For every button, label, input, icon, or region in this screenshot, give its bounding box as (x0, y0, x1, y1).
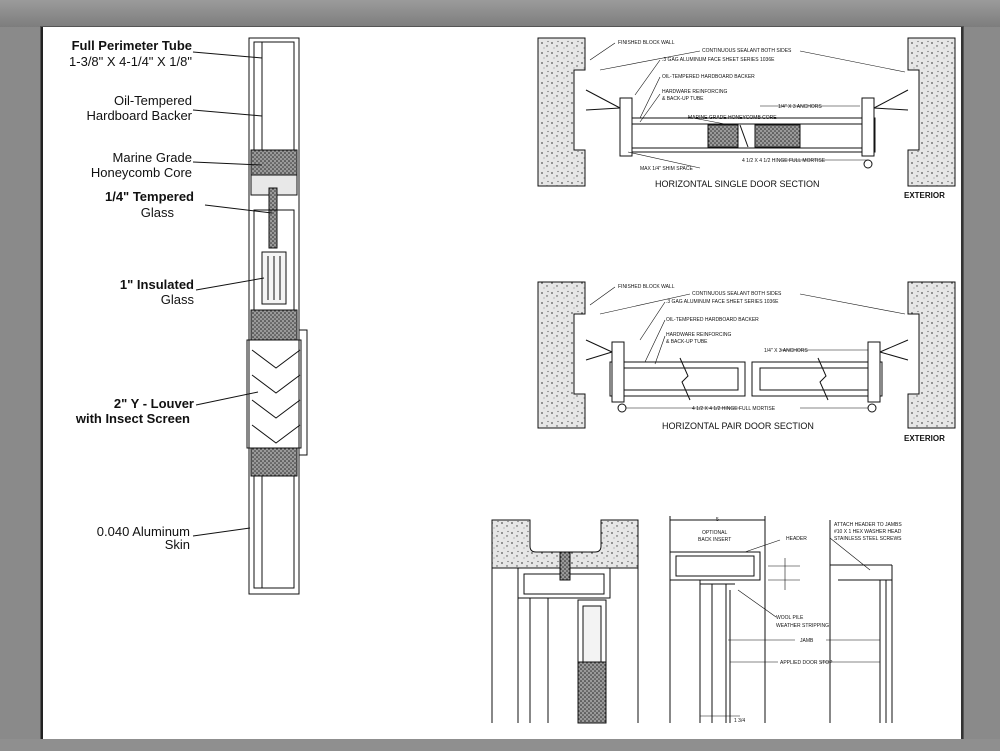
note-jamb: JAMB (800, 638, 814, 644)
callout-insulated-glass: 1" Insulated (120, 277, 194, 292)
note-block-wall: FINISHED BLOCK WALL (618, 40, 675, 46)
pair-exterior-label: EXTERIOR (904, 434, 945, 443)
note-attach-stainless: STAINLESS STEEL SCREWS (834, 536, 902, 542)
honeycomb-core-top (250, 149, 298, 176)
note-anchors: 1/4" X 3 ANCHORS (778, 104, 822, 110)
pair-note-hardware-2: & BACK-UP TUBE (666, 339, 708, 345)
note-shim: MAX 1/4" SHIM SPACE (640, 166, 693, 172)
viewer-top-bar (0, 0, 1000, 27)
note-wool-pile: WOOL PILE (776, 615, 804, 621)
callout-perimeter-tube-size: 1-3/8" X 4-1/4" X 1/8" (69, 54, 192, 69)
dim-top: 5 (716, 517, 719, 523)
pair-door-notes: FINISHED BLOCK WALL CONTINUOUS SEALANT B… (618, 284, 945, 443)
note-optional: OPTIONAL (702, 530, 728, 536)
pair-section-title: HORIZONTAL PAIR DOOR SECTION (662, 421, 814, 431)
callout-louver: 2" Y - Louver (114, 396, 194, 411)
single-door-notes: FINISHED BLOCK WALL CONTINUOUS SEALANT B… (618, 40, 945, 200)
single-section-title: HORIZONTAL SINGLE DOOR SECTION (655, 179, 820, 189)
note-hardware: HARDWARE REINFORCING (662, 89, 727, 95)
note-backer: OIL-TEMPERED HARDBOARD BACKER (662, 74, 755, 80)
note-face-sheet: .3 GAG ALUMINUM FACE SHEET SERIES 1036E (662, 57, 775, 63)
note-weather-strip: WEATHER STRIPPING (776, 623, 829, 629)
head-jamb-detail (669, 516, 893, 723)
callout-backer: Oil-Tempered (114, 93, 192, 108)
left-callouts: Full Perimeter Tube 1-3/8" X 4-1/4" X 1/… (69, 38, 194, 552)
callout-perimeter-tube: Full Perimeter Tube (72, 38, 192, 53)
viewer-bottom-bar (0, 739, 1000, 751)
dim-bottom: 1 3/4 (734, 718, 745, 724)
pair-note-hinge: 4 1/2 X 4 1/2 HINGE FULL MORTISE (692, 406, 776, 412)
pair-note-face-sheet: .3 GAG ALUMINUM FACE SHEET SERIES 1036E (666, 299, 779, 305)
pair-note-anchors: 1/4" X 3 ANCHORS (764, 348, 808, 354)
single-exterior-label: EXTERIOR (904, 191, 945, 200)
callout-core-2: Honeycomb Core (91, 165, 192, 180)
callout-aluminum-skin-2: Skin (165, 537, 190, 552)
callout-tempered-glass: 1/4" Tempered (105, 189, 194, 204)
pair-note-block-wall: FINISHED BLOCK WALL (618, 284, 675, 290)
callout-backer-2: Hardboard Backer (87, 108, 193, 123)
callout-tempered-glass-2: Glass (141, 205, 175, 220)
single-door-section (537, 37, 956, 187)
callout-core: Marine Grade (113, 150, 192, 165)
tempered-glass (268, 187, 278, 249)
note-back-insert: BACK INSERT (698, 537, 731, 543)
callout-louver-2: with Insect Screen (75, 411, 190, 426)
note-attach-screws: #10 X 1 HEX WASHER HEAD (834, 529, 902, 535)
vertical-door-section (246, 37, 308, 595)
honeycomb-core-bottom (250, 447, 298, 477)
callout-aluminum-skin: 0.040 Aluminum (97, 524, 190, 539)
note-sealant: CONTINUOUS SEALANT BOTH SIDES (702, 48, 792, 54)
note-door-stop: APPLIED DOOR STOP (780, 660, 833, 666)
note-core: MARINE GRADE HONEYCOMB CORE (688, 115, 777, 121)
pair-door-section (537, 281, 956, 429)
pair-note-sealant: CONTINUOUS SEALANT BOTH SIDES (692, 291, 782, 297)
note-hardware-2: & BACK-UP TUBE (662, 96, 704, 102)
pair-note-backer: OIL-TEMPERED HARDBOARD BACKER (666, 317, 759, 323)
jamb-elevation-detail (491, 519, 639, 724)
note-header: HEADER (786, 536, 807, 542)
head-detail-notes: 5 OPTIONAL BACK INSERT HEADER ATTACH HEA… (698, 517, 902, 724)
note-attach-header: ATTACH HEADER TO JAMBS (834, 522, 902, 528)
honeycomb-core-mid (250, 309, 298, 341)
note-hinge: 4 1/2 X 4 1/2 HINGE FULL MORTISE (742, 158, 826, 164)
left-leaders (192, 51, 273, 537)
pair-note-hardware: HARDWARE REINFORCING (666, 332, 731, 338)
callout-insulated-glass-2: Glass (161, 292, 195, 307)
